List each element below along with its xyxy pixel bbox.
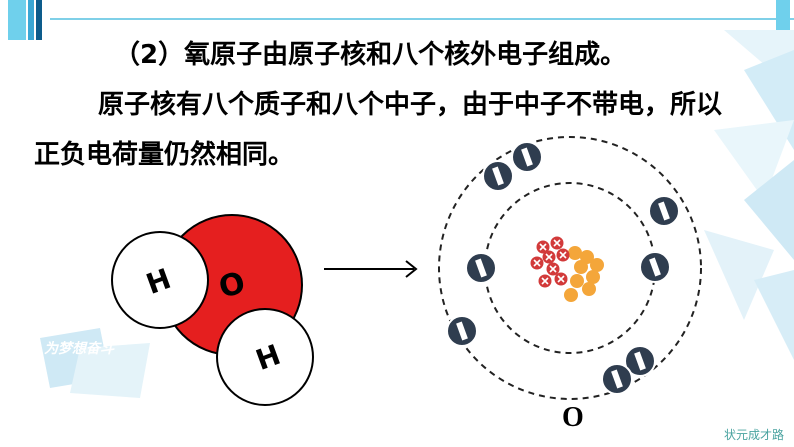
explanation-text: （2）氧原子由原子核和八个核外电子组成。 原子核有八个质子和八个中子，由于中子不…	[34, 30, 734, 180]
header-stripe	[8, 0, 26, 40]
header-stripe	[0, 0, 6, 40]
footer-watermark: 状元成才路	[723, 428, 784, 442]
watermark-text: 为梦想奋斗	[44, 341, 114, 357]
electrons	[446, 141, 680, 395]
neutron-particle	[564, 288, 578, 302]
proton-particle	[554, 272, 568, 286]
neutron-particle	[582, 282, 596, 296]
proton-particle	[538, 274, 552, 288]
neutron-particle	[574, 260, 588, 274]
nucleus	[530, 236, 604, 302]
water-molecule: O H H	[111, 214, 314, 406]
neutron-particle	[590, 258, 604, 272]
electron-icon	[482, 160, 514, 192]
electron-icon	[648, 195, 680, 227]
neutron-particle	[586, 270, 600, 284]
oxygen-atom-diagram	[438, 136, 702, 400]
proton-particle	[550, 236, 564, 250]
electron-icon	[639, 251, 671, 283]
header-line	[50, 18, 794, 20]
neutron-particle	[570, 274, 584, 288]
electron-icon	[511, 141, 543, 173]
outer-orbit	[438, 136, 702, 400]
atom-label: O	[562, 402, 584, 433]
neutron-particle	[568, 246, 582, 260]
electron-icon	[601, 363, 633, 395]
header-stripe	[36, 0, 42, 40]
electron-icon	[465, 252, 497, 284]
watermark-logo: 为梦想奋斗	[40, 328, 150, 398]
proton-particle	[542, 250, 556, 264]
proton-particle	[530, 256, 544, 270]
hydrogen-sphere-left	[111, 231, 209, 329]
arrow-right-icon	[324, 260, 418, 278]
proton-particle	[536, 240, 550, 254]
electron-icon	[624, 345, 656, 377]
proton-particle	[546, 262, 560, 276]
hydrogen-sphere-bottom	[216, 308, 314, 406]
paragraph-2: 原子核有八个质子和八个中子，由于中子不带电，所以正负电荷量仍然相同。	[34, 90, 723, 170]
electron-icon	[446, 315, 478, 347]
paragraph-1: （2）氧原子由原子核和八个核外电子组成。	[114, 40, 627, 70]
inner-orbit	[484, 182, 656, 354]
proton-particle	[556, 248, 570, 262]
geometric-decoration	[704, 30, 794, 360]
header-stripe	[28, 0, 34, 40]
